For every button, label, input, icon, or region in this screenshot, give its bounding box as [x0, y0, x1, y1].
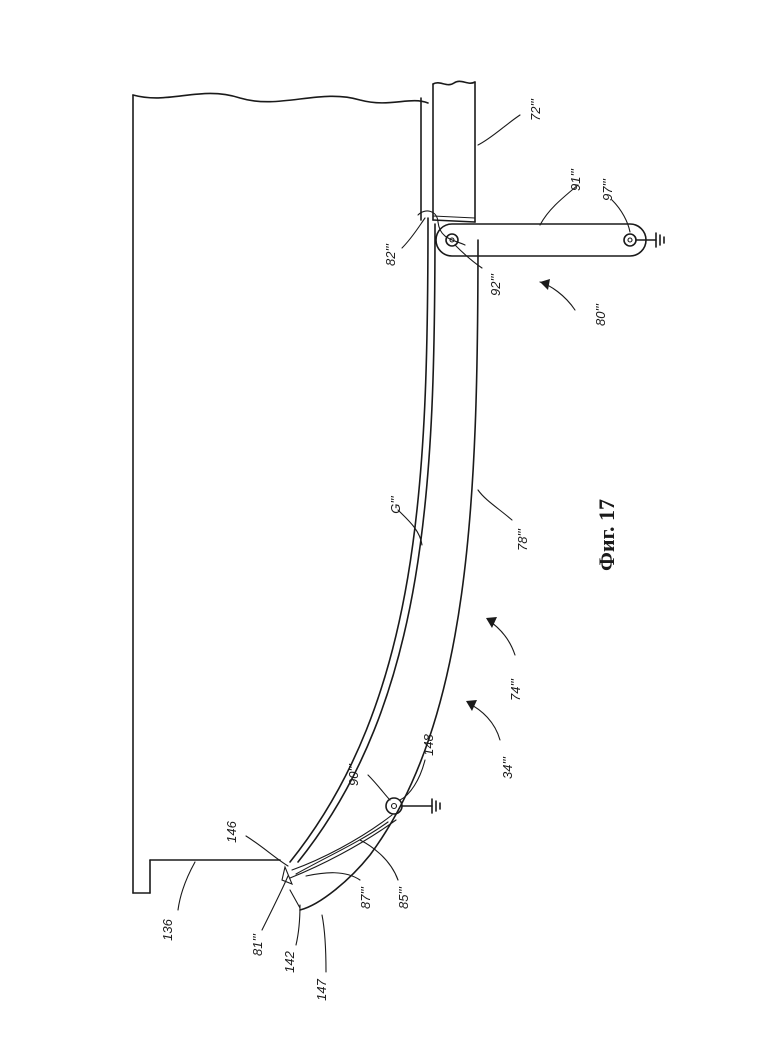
curved-door — [290, 211, 478, 910]
label-92: 92''' — [488, 274, 503, 296]
label-80: 80''' — [593, 304, 608, 326]
label-74: 74''' — [508, 679, 523, 701]
label-G: G''' — [388, 496, 403, 514]
body-panel — [133, 93, 428, 893]
label-146: 146 — [224, 820, 239, 842]
label-97: 97''' — [600, 179, 615, 201]
label-34: 34''' — [500, 757, 515, 779]
label-136: 136 — [160, 918, 175, 940]
fixed-member-72 — [433, 81, 475, 222]
motion-arrows — [466, 279, 575, 740]
pivot-90 — [386, 798, 440, 814]
label-85: 85''' — [396, 887, 411, 909]
label-90: 90''' — [346, 764, 361, 786]
label-72: 72''' — [528, 99, 543, 121]
reference-labels: 72''' 91''' 97''' 82''' 92''' 80''' G'''… — [160, 99, 615, 1001]
label-147: 147 — [314, 978, 329, 1000]
label-148: 148 — [421, 733, 436, 755]
label-87: 87''' — [358, 887, 373, 909]
label-91: 91''' — [568, 169, 583, 191]
figure-caption: Фиг. 17 — [594, 499, 619, 571]
label-142: 142 — [282, 950, 297, 972]
label-78: 78''' — [515, 529, 530, 551]
leader-lines — [178, 115, 630, 972]
label-81: 81''' — [250, 934, 265, 956]
label-82: 82''' — [383, 244, 398, 266]
